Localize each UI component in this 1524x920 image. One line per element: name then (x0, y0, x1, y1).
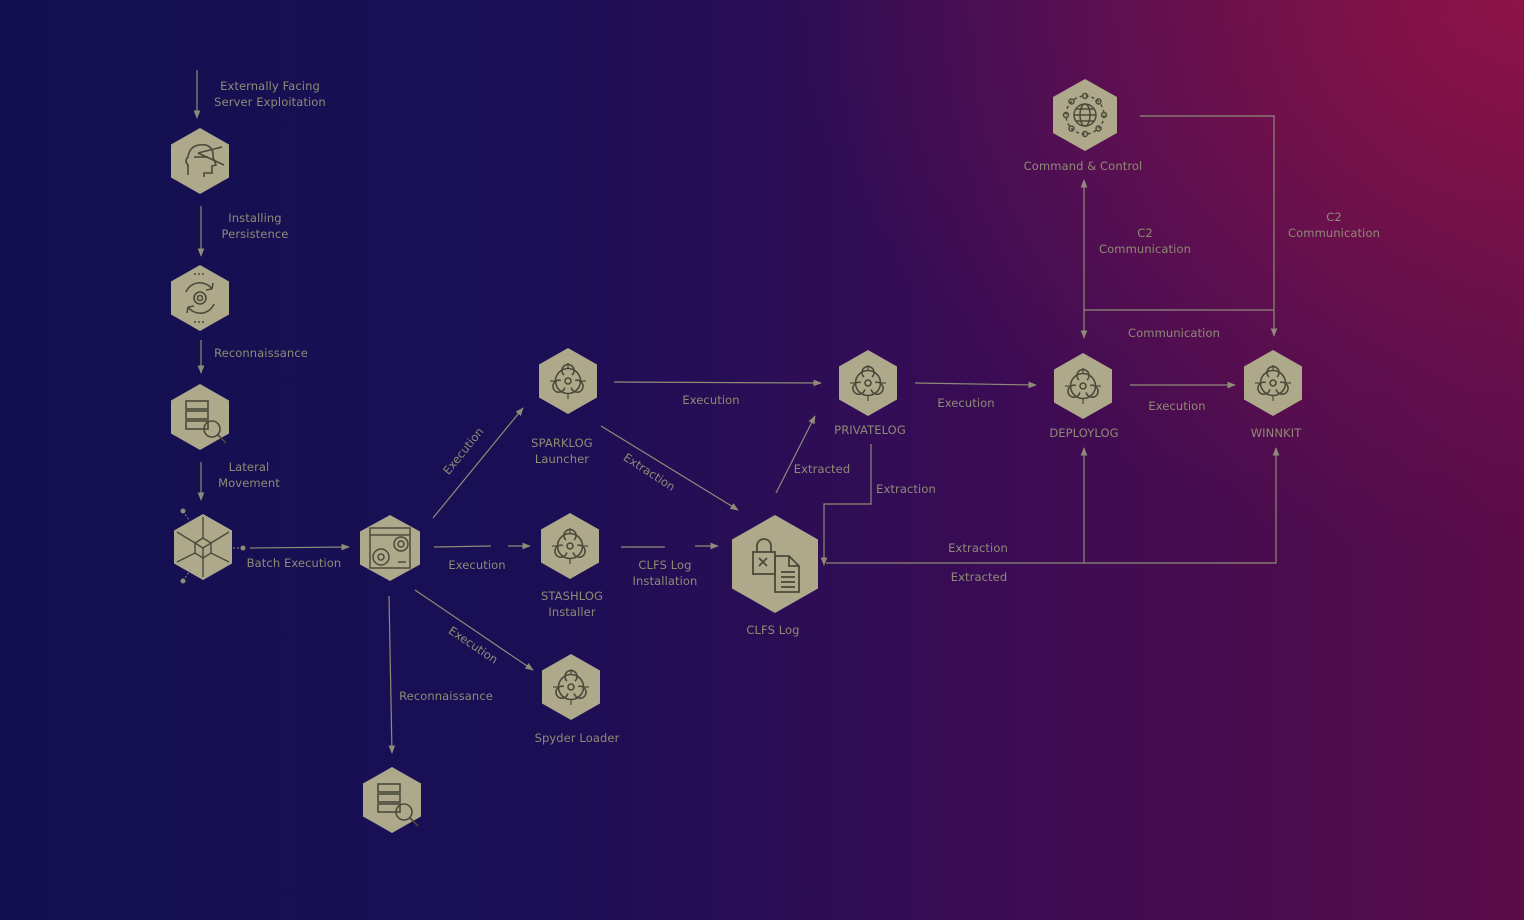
edge-label-c2-comm-1: C2 Communication (1099, 226, 1191, 256)
node-batch (360, 515, 420, 581)
edge-label-exec-private-deploy: Execution (937, 396, 995, 410)
edge-label-extracted-bottom: Extracted (950, 570, 1008, 584)
node-recon-server-2 (363, 767, 421, 833)
edge-batch (249, 543, 350, 551)
edge-label-extraction-bottom: Extraction (948, 541, 1008, 555)
cube-network-icon (176, 517, 230, 577)
node-label-c2: Command & Control (1023, 159, 1143, 173)
edge-label-recon-1: Reconnaissance (214, 346, 308, 360)
edge-exec-spark (432, 407, 524, 519)
node-persistence (171, 265, 229, 331)
globe-network-icon (1062, 92, 1108, 138)
node-sparklog (539, 348, 597, 414)
node-label-clfs: CLFS Log (746, 623, 800, 637)
server-search-icon (185, 400, 227, 444)
edge-label-clfs-install: CLFS Log Installation (632, 558, 698, 588)
node-label-privatelog: PRIVATELOG (834, 423, 906, 437)
node-stashlog (541, 513, 599, 579)
edge-label-c2-comm-2: C2 Communication (1288, 210, 1380, 240)
node-label-winnkit: WINNKIT (1250, 426, 1302, 440)
nodes (171, 79, 1302, 833)
edge-c2-right (1140, 115, 1278, 337)
edge-label-exec-spark-private: Execution (682, 393, 740, 407)
edge-exec-stash (433, 545, 492, 548)
window-gears-icon (369, 527, 411, 569)
node-lateral (174, 508, 246, 584)
edge-label-extracted-private: Extracted (793, 462, 851, 476)
edge-label-exec-deploy-winn: Execution (1148, 399, 1206, 413)
edge-exec-private-deploy (914, 381, 1037, 389)
lock-document-icon (752, 538, 800, 593)
node-spyder (542, 654, 600, 720)
edge-label-communication: Communication (1128, 326, 1220, 340)
edge-extraction-spark (600, 425, 739, 511)
edge-exec-spark-private (613, 379, 822, 387)
node-label-stashlog: STASHLOG Installer (540, 589, 604, 619)
server-search-icon (377, 783, 419, 827)
edge-label-extraction-private: Extraction (876, 482, 936, 496)
edge-label-installing: Installing Persistence (221, 211, 289, 241)
edge-extraction-private (820, 444, 872, 566)
node-winnkit (1244, 350, 1302, 416)
edge-exec-spyder (414, 589, 534, 671)
node-c2 (1053, 79, 1117, 151)
node-label-sparklog: SPARKLOG Launcher (531, 436, 593, 466)
edge-label-external: Externally Facing Server Exploitation (214, 79, 326, 109)
node-label-deploylog: DEPLOYLOG (1049, 426, 1119, 440)
node-server-exploit (171, 128, 229, 194)
edge-label-exec-stash: Execution (448, 558, 506, 572)
node-privatelog (839, 350, 897, 416)
edges (193, 70, 1280, 754)
gear-refresh-icon (185, 273, 215, 323)
edge-label-lateral: Lateral Movement (218, 460, 280, 490)
node-label-spyder: Spyder Loader (534, 731, 620, 745)
head-scan-icon (185, 143, 225, 177)
node-clfs (732, 515, 818, 613)
edge-label-batch: Batch Execution (246, 556, 342, 570)
node-recon-server (171, 384, 229, 450)
edge-extracted-bottom (1084, 447, 1280, 564)
edge-label-recon-2: Reconnaissance (399, 689, 493, 703)
node-deploylog (1054, 353, 1112, 419)
edge-recon-2 (388, 595, 396, 754)
edge-extracted-private (775, 415, 816, 494)
